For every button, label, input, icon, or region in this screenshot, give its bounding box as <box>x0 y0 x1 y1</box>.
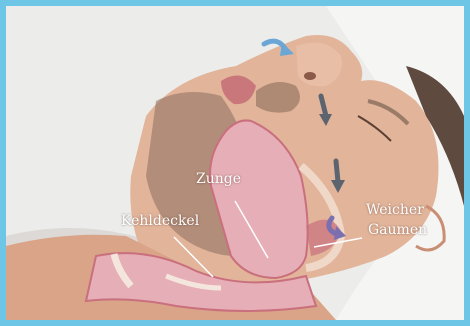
illustration-photo <box>6 6 464 320</box>
label-epiglottis: Kehldeckel <box>121 213 199 229</box>
sleeping-man-airway-illustration <box>6 6 464 320</box>
label-tongue: Zunge <box>196 171 241 187</box>
label-soft-palate-line2: Gaumen <box>368 222 427 238</box>
nostril <box>304 72 316 80</box>
label-soft-palate-line1: Weicher <box>366 202 424 218</box>
airflow-arrow-icon <box>336 161 338 182</box>
